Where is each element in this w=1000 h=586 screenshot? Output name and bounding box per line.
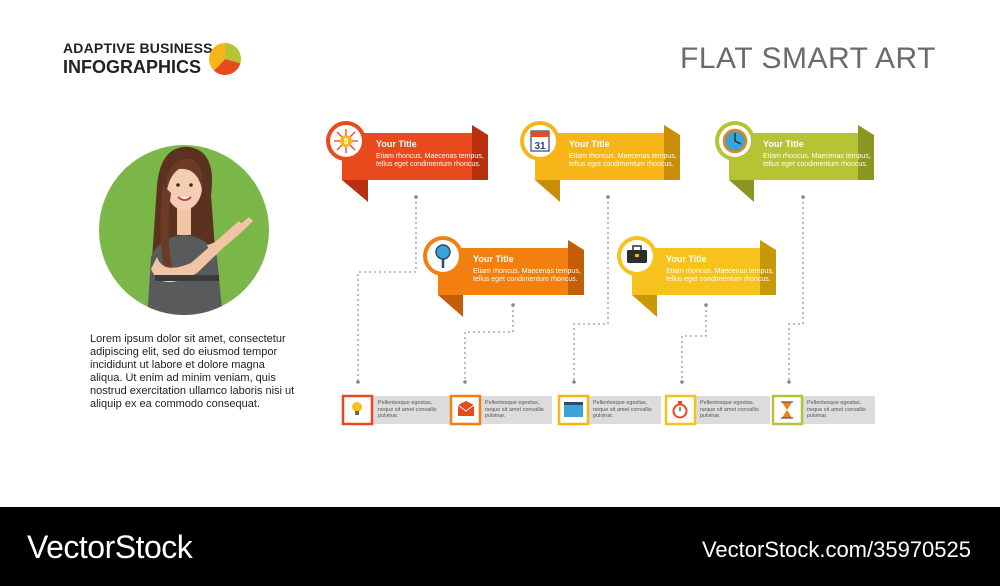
clock-icon bbox=[722, 128, 748, 154]
ribbon-4-title: Your Title bbox=[666, 254, 707, 264]
envelope-icon bbox=[457, 401, 475, 416]
ribbon-5-title: Your Title bbox=[763, 139, 804, 149]
ribbon-3-text: Etiam rhoncus. Maecenas tempus, tellus e… bbox=[569, 153, 677, 168]
box-4-text: Pellentesque egestas, neque sit amet con… bbox=[700, 400, 759, 419]
pie-chart-icon bbox=[209, 43, 241, 75]
intro-paragraph: Lorem ipsum dolor sit amet, consectetur … bbox=[90, 333, 295, 410]
footer-url: VectorStock.com/35970525 bbox=[701, 537, 971, 562]
ribbon-5 bbox=[715, 121, 874, 202]
hourglass-icon bbox=[781, 401, 793, 419]
ribbon-5-text: Etiam rhoncus. Maecenas tempus, tellus e… bbox=[763, 153, 871, 168]
ribbon-4-text: Etiam rhoncus. Maecenas tempus, tellus e… bbox=[666, 268, 774, 283]
footer-bar: VectorStock VectorStock.com/35970525 bbox=[0, 507, 1000, 586]
ribbon-2 bbox=[423, 236, 584, 317]
ribbon-1: $ bbox=[326, 121, 488, 202]
brand-line2: INFOGRAPHICS bbox=[63, 57, 202, 77]
box-3-text: Pellentesque egestas, neque sit amet con… bbox=[593, 400, 652, 419]
lightbulb-icon bbox=[352, 402, 362, 415]
connectors bbox=[357, 197, 804, 382]
bottom-boxes bbox=[341, 394, 875, 426]
page-title: FLAT SMART ART bbox=[680, 42, 936, 75]
box-5-text: Pellentesque egestas, neque sit amet con… bbox=[807, 400, 866, 419]
stopwatch-icon bbox=[672, 401, 688, 419]
ribbon-3: 31 bbox=[520, 121, 680, 202]
ribbon-4 bbox=[617, 236, 776, 317]
box-1-text: Pellentesque egestas, neque sit amet con… bbox=[378, 400, 437, 419]
ribbon-2-title: Your Title bbox=[473, 254, 514, 264]
calendar-page-icon bbox=[564, 402, 583, 417]
svg-text:$: $ bbox=[344, 137, 349, 146]
magnifier-icon bbox=[435, 244, 451, 268]
ribbon-1-text: Etiam rhoncus. Maecenas tempus, tellus e… bbox=[376, 153, 484, 168]
ribbon-2-text: Etiam rhoncus. Maecenas tempus, tellus e… bbox=[473, 268, 581, 283]
smart-art-diagram: $ 31 bbox=[326, 121, 875, 426]
footer-logo: VectorStock bbox=[27, 529, 193, 565]
ribbon-1-title: Your Title bbox=[376, 139, 417, 149]
box-2-text: Pellentesque egestas, neque sit amet con… bbox=[485, 400, 544, 419]
brand: ADAPTIVE BUSINESS INFOGRAPHICS bbox=[63, 40, 213, 78]
briefcase-icon bbox=[627, 245, 647, 263]
calendar-date: 31 bbox=[534, 141, 546, 152]
ribbon-3-title: Your Title bbox=[569, 139, 610, 149]
dollar-network-icon: $ bbox=[334, 129, 358, 153]
brand-line1: ADAPTIVE BUSINESS bbox=[63, 40, 213, 56]
presenter-avatar bbox=[99, 145, 269, 315]
calendar-icon: 31 bbox=[530, 130, 550, 152]
